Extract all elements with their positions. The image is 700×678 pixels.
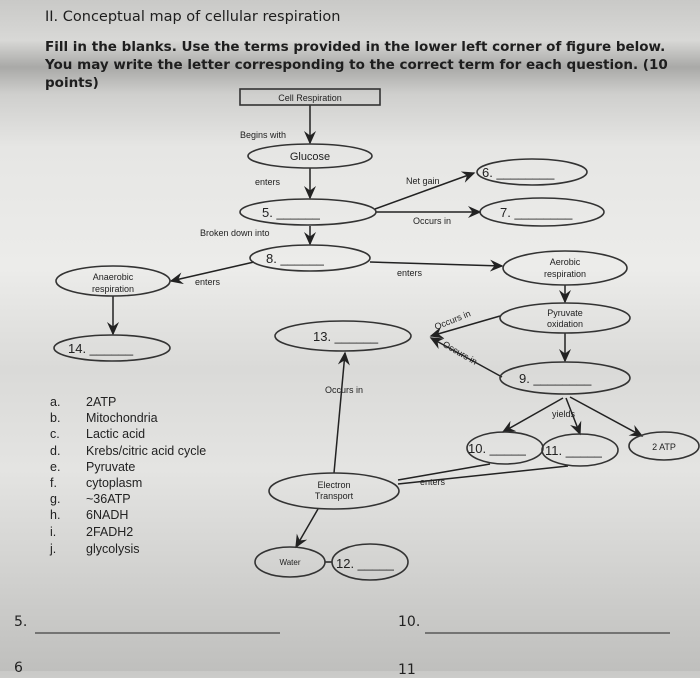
term: Mitochondria bbox=[86, 411, 158, 425]
label-enters: enters bbox=[255, 177, 281, 187]
node-blank-14[interactable] bbox=[53, 334, 171, 362]
label-anaerobic: respiration bbox=[92, 284, 134, 294]
node-cell-respiration bbox=[239, 88, 381, 106]
node-water bbox=[254, 546, 326, 578]
blank-10[interactable]: 10. _____ bbox=[468, 441, 527, 456]
label-begins-with: Begins with bbox=[240, 130, 286, 140]
term-letter: h. bbox=[50, 508, 60, 522]
edge-yields-atp bbox=[569, 396, 644, 437]
label-cell-respiration: Cell Respiration bbox=[278, 93, 342, 103]
node-glucose bbox=[247, 143, 373, 169]
node-pyruvate-oxidation bbox=[499, 302, 631, 334]
edge-net-gain bbox=[374, 171, 476, 210]
answer-label-10: 10. bbox=[398, 614, 421, 630]
term: Pyruvate bbox=[86, 460, 135, 474]
node-blank-5[interactable] bbox=[239, 198, 377, 226]
node-blank-12[interactable] bbox=[331, 543, 409, 581]
blank-11[interactable]: 11. _____ bbox=[545, 443, 603, 458]
node-blank-13[interactable] bbox=[274, 320, 412, 352]
label-glucose: Glucose bbox=[290, 151, 330, 163]
label-yields: yields bbox=[552, 409, 576, 419]
node-blank-8[interactable] bbox=[249, 244, 371, 272]
term-letter: e. bbox=[50, 460, 60, 474]
edge-occurs-in-9 bbox=[429, 337, 503, 378]
label-occurs-in: Occurs in bbox=[413, 216, 451, 226]
node-blank-6[interactable] bbox=[476, 158, 588, 186]
term: ~36ATP bbox=[86, 492, 131, 506]
blank-8[interactable]: 8. ______ bbox=[266, 251, 325, 266]
label-enters: enters bbox=[195, 277, 221, 287]
edge-enters-anaerobic bbox=[169, 261, 255, 285]
node-anaerobic-respiration bbox=[55, 265, 171, 297]
answer-label-11: 11 bbox=[398, 662, 416, 678]
label-enters: enters bbox=[397, 268, 423, 278]
edge-enters-aerobic bbox=[369, 259, 504, 272]
label-enters: enters bbox=[420, 477, 446, 487]
term-letter: c. bbox=[50, 427, 60, 441]
term: 2ATP bbox=[86, 395, 116, 409]
blank-14[interactable]: 14. ______ bbox=[68, 341, 134, 356]
term: Krebs/citric acid cycle bbox=[86, 444, 206, 458]
label-net-gain: Net gain bbox=[406, 176, 440, 186]
label-broken-down-into: Broken down into bbox=[200, 228, 270, 238]
edge-yields-11 bbox=[565, 397, 582, 436]
edge-occurs-in-13 bbox=[333, 351, 350, 474]
term-letter: d. bbox=[50, 444, 60, 458]
answer-label-5: 5. bbox=[14, 614, 28, 630]
label-aerobic: respiration bbox=[544, 269, 586, 279]
blank-7[interactable]: 7. ________ bbox=[500, 205, 573, 220]
term-letter: b. bbox=[50, 411, 60, 425]
label-anaerobic: Anaerobic bbox=[93, 272, 134, 282]
node-blank-7[interactable] bbox=[479, 197, 605, 227]
blank-12[interactable]: 12. _____ bbox=[336, 556, 395, 571]
label-occurs-in: Occurs in bbox=[433, 308, 472, 332]
section-title: II. Conceptual map of cellular respirati… bbox=[45, 9, 341, 25]
node-electron-transport bbox=[268, 472, 400, 510]
term-letter: g. bbox=[50, 492, 60, 506]
node-blank-11[interactable] bbox=[541, 433, 619, 467]
node-blank-9[interactable] bbox=[499, 361, 631, 395]
label-pyruvate: Pyruvate bbox=[547, 308, 583, 318]
label-water: Water bbox=[279, 558, 300, 567]
label-2-atp: 2 ATP bbox=[652, 442, 676, 452]
label-electron-transport: Electron bbox=[317, 480, 350, 490]
term: cytoplasm bbox=[86, 476, 142, 490]
term-letter: a. bbox=[50, 395, 60, 409]
term: 2FADH2 bbox=[86, 525, 133, 539]
term: 6NADH bbox=[86, 508, 128, 522]
blank-13[interactable]: 13. ______ bbox=[313, 329, 379, 344]
edge-10-et bbox=[397, 463, 491, 481]
edge-11-et bbox=[397, 465, 569, 485]
edge-occurs-in-pyruvate bbox=[429, 315, 501, 339]
instructions: Fill in the blanks. Use the terms provid… bbox=[45, 39, 668, 91]
edge-yields-10 bbox=[501, 397, 564, 433]
term-letter: i. bbox=[50, 525, 56, 539]
term-list: a. 2ATP b. Mitochondria c. Lactic acid d. Kr… bbox=[49, 395, 206, 556]
edge-et-water bbox=[295, 508, 319, 549]
term: glycolysis bbox=[86, 542, 140, 556]
blank-5[interactable]: 5. ______ bbox=[262, 205, 321, 220]
label-occurs-in: Occurs in bbox=[441, 339, 479, 367]
node-aerobic-respiration bbox=[502, 250, 628, 286]
blank-6[interactable]: 6. ________ bbox=[482, 165, 555, 180]
answer-label-6: 6 bbox=[14, 660, 23, 676]
term-letter: f. bbox=[50, 476, 57, 490]
label-pyruvate: oxidation bbox=[547, 319, 583, 329]
label-electron-transport: Transport bbox=[315, 491, 354, 501]
label-occurs-in: Occurs in bbox=[325, 385, 363, 395]
blank-9[interactable]: 9. ________ bbox=[519, 371, 592, 386]
node-2-atp bbox=[628, 431, 700, 461]
term-letter: j. bbox=[49, 542, 56, 556]
term: Lactic acid bbox=[86, 427, 145, 441]
label-aerobic: Aerobic bbox=[550, 257, 581, 267]
